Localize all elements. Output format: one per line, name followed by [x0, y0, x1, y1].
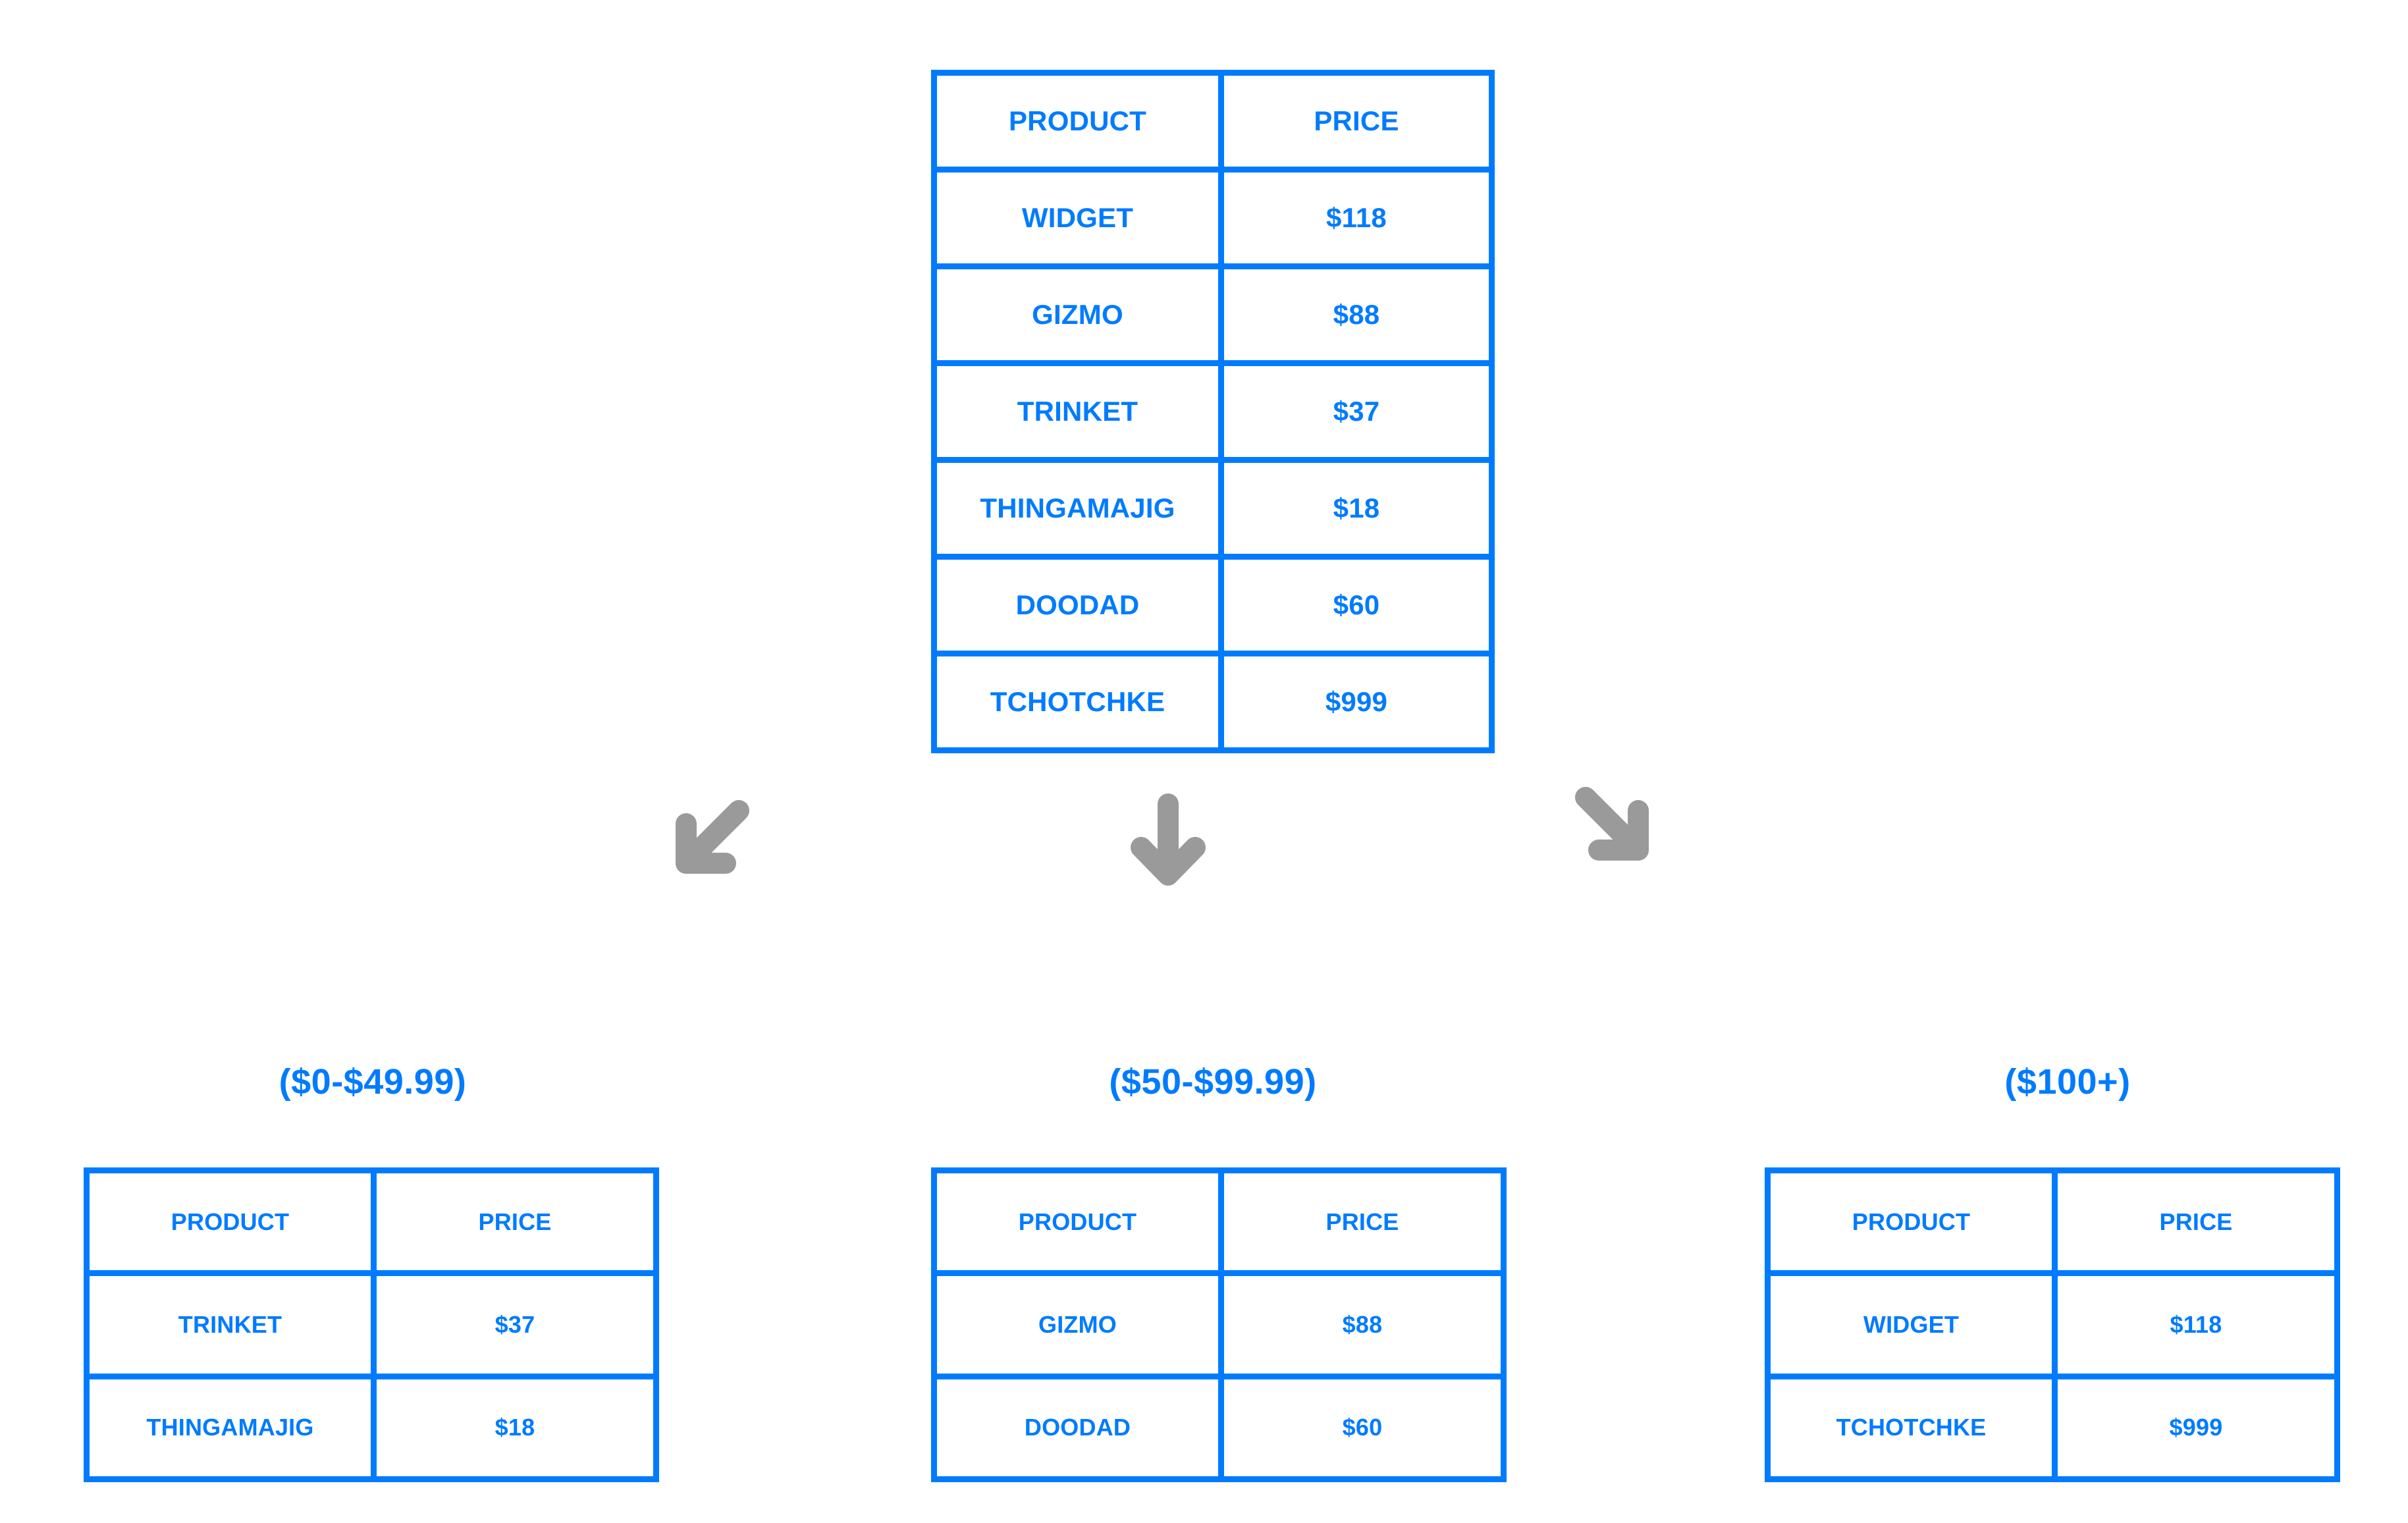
table-row: TRINKET $37 [937, 366, 1489, 457]
cell-product: DOODAD [937, 560, 1218, 651]
cell-price: $18 [1224, 463, 1489, 554]
table-row: TCHOTCHKE $999 [937, 656, 1489, 747]
column-header-price: PRICE [1224, 1173, 1501, 1271]
table-row: TRINKET $37 [90, 1276, 653, 1374]
table-header-row: PRODUCT PRICE [90, 1173, 653, 1271]
table-row: DOODAD $60 [937, 560, 1489, 651]
column-header-product: PRODUCT [1771, 1173, 2052, 1271]
bucket-label-mid: ($50-$99.99) [1109, 1062, 1317, 1102]
cell-price: $88 [1224, 269, 1489, 360]
column-header-price: PRICE [377, 1173, 653, 1271]
cell-price: $118 [2058, 1276, 2334, 1374]
cell-product: THINGAMAJIG [937, 463, 1218, 554]
cell-price: $999 [2058, 1379, 2334, 1476]
cell-price: $999 [1224, 656, 1489, 747]
cell-product: THINGAMAJIG [90, 1379, 371, 1476]
cell-price: $37 [377, 1276, 653, 1374]
table-row: GIZMO $88 [937, 1276, 1501, 1374]
table-row: WIDGET $118 [937, 173, 1489, 263]
down-left-arrow-icon [665, 800, 751, 888]
bucket-table-mid: PRODUCT PRICE GIZMO $88 DOODAD $60 [931, 1167, 1507, 1482]
table-row: THINGAMAJIG $18 [90, 1379, 653, 1476]
down-arrow-icon [1129, 793, 1207, 889]
cell-product: TRINKET [937, 366, 1218, 457]
cell-product: DOODAD [937, 1379, 1218, 1476]
cell-product: TRINKET [90, 1276, 371, 1374]
cell-product: GIZMO [937, 269, 1218, 360]
bucket-table-high: PRODUCT PRICE WIDGET $118 TCHOTCHKE $999 [1765, 1167, 2340, 1482]
cell-product: GIZMO [937, 1276, 1218, 1374]
column-header-product: PRODUCT [90, 1173, 371, 1271]
column-header-product: PRODUCT [937, 1173, 1218, 1271]
cell-price: $118 [1224, 173, 1489, 263]
down-right-arrow-icon [1574, 787, 1659, 874]
cell-price: $60 [1224, 560, 1489, 651]
table-row: GIZMO $88 [937, 269, 1489, 360]
bucket-label-low: ($0-$49.99) [279, 1062, 467, 1102]
cell-product: TCHOTCHKE [1771, 1379, 2052, 1476]
cell-product: TCHOTCHKE [937, 656, 1218, 747]
cell-price: $37 [1224, 366, 1489, 457]
cell-price: $88 [1224, 1276, 1501, 1374]
bucket-table-low: PRODUCT PRICE TRINKET $37 THINGAMAJIG $1… [84, 1167, 659, 1482]
table-row: DOODAD $60 [937, 1379, 1501, 1476]
cell-product: WIDGET [1771, 1276, 2052, 1374]
table-header-row: PRODUCT PRICE [937, 76, 1489, 167]
source-product-price-table: PRODUCT PRICE WIDGET $118 GIZMO $88 TRIN… [931, 70, 1495, 753]
table-header-row: PRODUCT PRICE [937, 1173, 1501, 1271]
column-header-price: PRICE [1224, 76, 1489, 167]
table-row: TCHOTCHKE $999 [1771, 1379, 2334, 1476]
table-row: WIDGET $118 [1771, 1276, 2334, 1374]
table-row: THINGAMAJIG $18 [937, 463, 1489, 554]
table-header-row: PRODUCT PRICE [1771, 1173, 2334, 1271]
cell-price: $18 [377, 1379, 653, 1476]
cell-product: WIDGET [937, 173, 1218, 263]
bucket-label-high: ($100+) [2004, 1062, 2131, 1102]
column-header-product: PRODUCT [937, 76, 1218, 167]
column-header-price: PRICE [2058, 1173, 2334, 1271]
cell-price: $60 [1224, 1379, 1501, 1476]
